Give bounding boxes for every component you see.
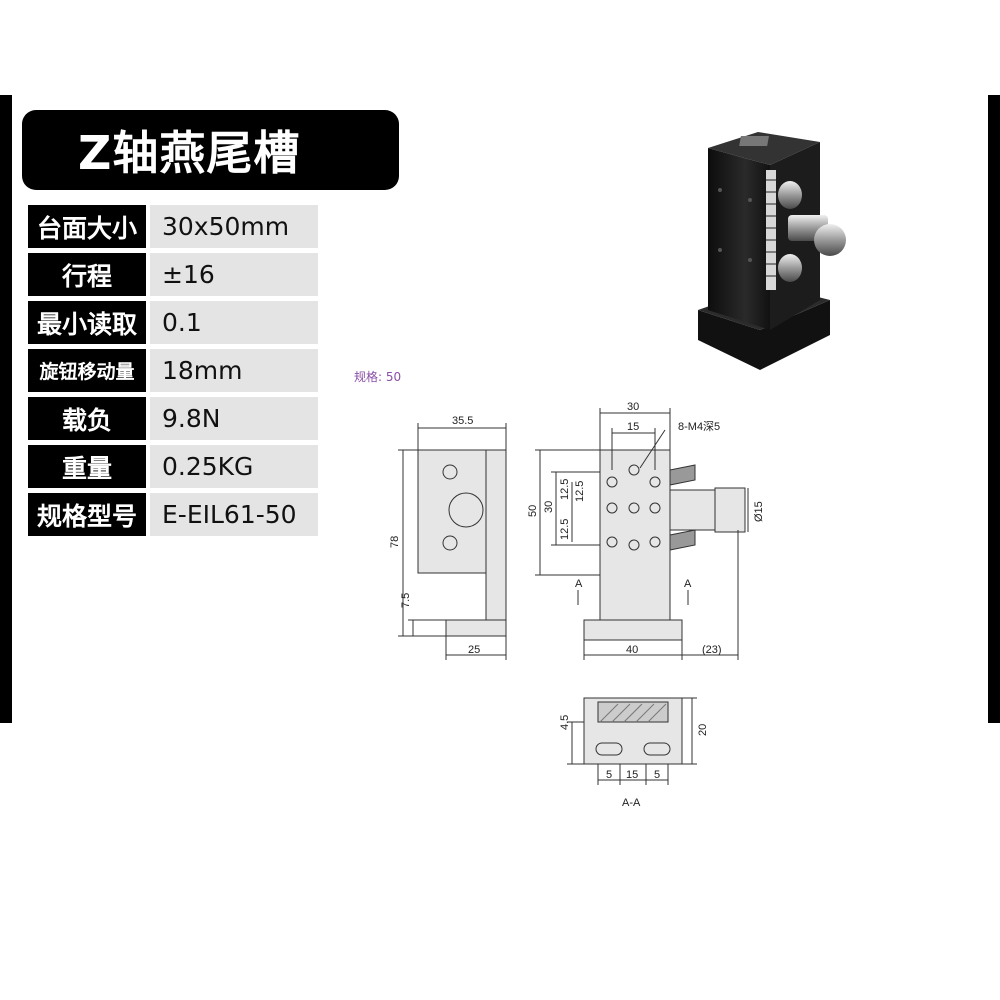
spec-value: E-EIL61-50 [150,493,318,536]
spec-value: 9.8N [150,397,318,440]
section-caption: A-A [622,797,641,809]
dim-slot-b: 5 [654,769,660,781]
spec-row: 旋钮移动量 18mm [28,349,318,392]
dim-foot-width: 25 [468,644,480,656]
spec-label: 重量 [28,445,146,488]
dim-side-width: 35.5 [452,415,473,427]
spec-value: 0.25KG [150,445,318,488]
dim-12-5: 12.5 [574,481,586,502]
dim-knob-ext: (23) [702,644,722,656]
product-photo [698,132,846,370]
spec-label: 台面大小 [28,205,146,248]
dim-12-5: 12.5 [559,519,571,540]
spec-label: 行程 [28,253,146,296]
dim-holes: 8-M4深5 [678,420,720,433]
spec-row: 台面大小 30x50mm [28,205,318,248]
dim-slot-spacing: 15 [626,769,638,781]
spec-label: 规格型号 [28,493,146,536]
side-view [398,423,507,660]
dim-hole-spacing: 15 [627,421,639,433]
dim-12-5: 12.5 [559,479,571,500]
spec-value: 18mm [150,349,318,392]
spec-table: 台面大小 30x50mm 行程 ±16 最小读取 0.1 旋钮移动量 18mm … [28,205,318,541]
spec-row: 规格型号 E-EIL61-50 [28,493,318,536]
front-view [535,408,749,660]
dim-base-width: 40 [626,644,638,656]
spec-note: 规格: 50 [354,370,402,384]
section-mark-left: A [575,578,583,590]
dim-20: 20 [697,724,709,736]
dim-front-height: 50 [527,505,539,517]
right-edge-bar [988,95,1000,723]
product-title: Z轴燕尾槽 [22,110,399,190]
spec-label: 载负 [28,397,146,440]
dim-4-5: 4.5 [559,715,571,730]
dim-foot-height: 7.5 [400,593,412,608]
left-edge-bar [0,95,12,723]
spec-row: 行程 ±16 [28,253,318,296]
spec-label: 最小读取 [28,301,146,344]
dim-slot-a: 5 [606,769,612,781]
spec-value: ±16 [150,253,318,296]
spec-row: 重量 0.25KG [28,445,318,488]
section-view [567,697,697,785]
spec-label: 旋钮移动量 [28,349,146,392]
dim-knob-dia: Ø15 [753,501,765,522]
dim-front-width: 30 [627,401,639,413]
spec-value: 30x50mm [150,205,318,248]
dim-30: 30 [543,501,555,513]
dim-side-height: 78 [389,536,401,548]
spec-row: 最小读取 0.1 [28,301,318,344]
spec-row: 载负 9.8N [28,397,318,440]
section-mark-right: A [684,578,692,590]
spec-value: 0.1 [150,301,318,344]
